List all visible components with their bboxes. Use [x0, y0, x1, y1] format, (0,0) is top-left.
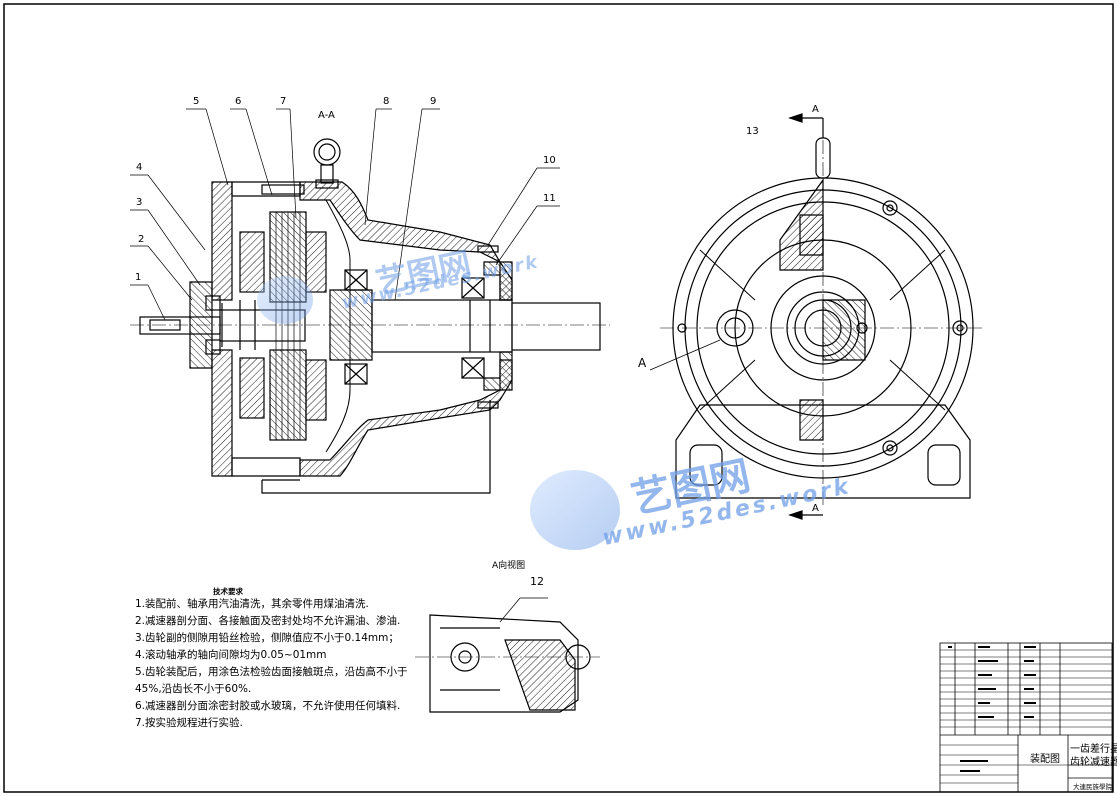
part-number: 2	[138, 234, 145, 245]
sheet-border	[3, 3, 1114, 793]
part-number: 10	[543, 155, 556, 166]
part-number: 8	[383, 96, 390, 107]
part-number: 3	[136, 197, 143, 208]
part-number: 12	[530, 575, 544, 588]
part-number: 13	[746, 126, 759, 137]
end-view	[649, 113, 985, 520]
part-number: 7	[280, 96, 287, 107]
title-block	[939, 642, 1113, 793]
product-name: 齿轮减速器	[1070, 757, 1117, 768]
view-label-a-top: A	[812, 104, 819, 115]
drawing-name: 装配图	[1030, 754, 1060, 765]
note-line: 6.减速器剖分面涂密封胶或水玻璃，不允许使用任何填料.	[135, 700, 401, 712]
note-line: 3.齿轮副的侧隙用铅丝检验，侧隙值应不小于0.14mm；	[135, 632, 399, 644]
view-label-a-left: A	[638, 356, 647, 370]
leader-lines	[130, 108, 560, 321]
detail-title: A向视图	[492, 561, 526, 571]
note-line: 2.减速器剖分面、各接触面及密封处均不允许漏油、渗油.	[135, 615, 401, 627]
note-line: 4.滚动轴承的轴向间隙均为0.05~01mm	[135, 649, 327, 661]
view-label-a-bottom: A	[812, 503, 819, 514]
section-view	[130, 138, 610, 494]
watermark	[257, 276, 620, 550]
notes-title: 技术要求	[213, 587, 243, 596]
part-number: 4	[136, 162, 143, 173]
note-line: 5.齿轮装配后，用涂色法检验齿面接触斑点，沿齿高不小于	[135, 666, 408, 678]
note-line: 1.装配前、轴承用汽油清洗，其余零件用煤油清洗.	[135, 598, 369, 610]
part-number: 6	[235, 96, 242, 107]
part-number: 1	[135, 272, 142, 283]
school-name: 大連民族學院	[1073, 783, 1112, 791]
product-name: 一齿差行星	[1070, 744, 1117, 755]
part-number: 11	[543, 193, 556, 204]
note-line: 45%,沿齿长不小于60%.	[135, 683, 252, 695]
section-label: A-A	[318, 110, 335, 121]
detail-view-a	[415, 597, 600, 713]
part-number: 9	[430, 96, 437, 107]
part-number: 5	[193, 96, 200, 107]
note-line: 7.按实验规程进行实验.	[135, 717, 243, 729]
